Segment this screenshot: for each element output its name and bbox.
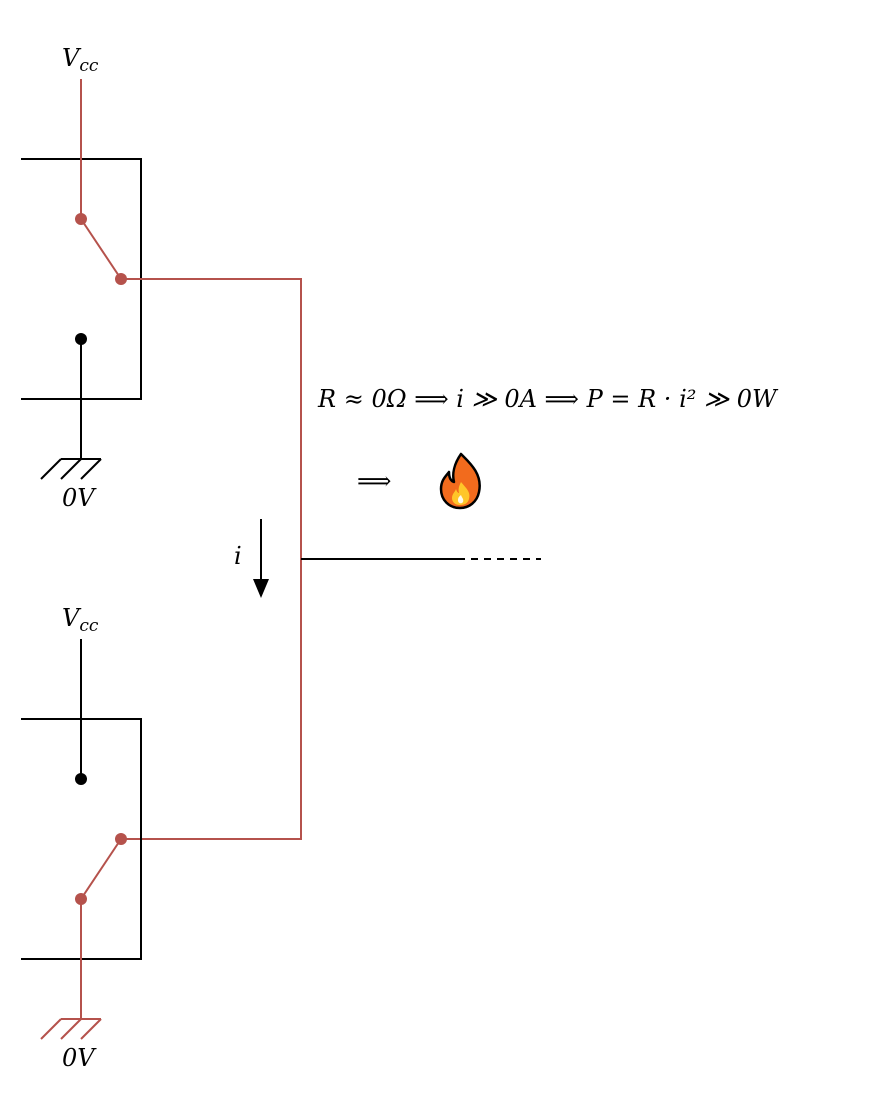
- fire-icon: [439, 452, 481, 510]
- bottom-switch: Vcc 0V: [21, 604, 142, 1072]
- bottom-supply-label: Vcc: [62, 604, 99, 636]
- short-circuit-path: [121, 278, 302, 840]
- bottom-switch-blade: [80, 838, 122, 900]
- top-switch: Vcc 0V: [21, 44, 142, 512]
- implies-arrow: ⟹: [357, 467, 391, 495]
- bottom-ground-label: 0V: [62, 1044, 97, 1072]
- top-ground-symbol: [40, 458, 102, 480]
- top-supply-label: Vcc: [62, 44, 99, 76]
- top-switch-supply-contact: [75, 213, 87, 225]
- arrow-down-icon: [253, 519, 269, 598]
- top-switch-blade: [80, 218, 122, 280]
- power-equation: R ≈ 0Ω ⟹ i ≫ 0A ⟹ P = R · i² ≫ 0W: [317, 385, 779, 413]
- current-label: i: [234, 542, 242, 570]
- output-node: i: [121, 278, 541, 840]
- bottom-switch-common-contact: [115, 833, 127, 845]
- bottom-switch-supply-contact: [75, 773, 87, 785]
- bottom-ground-symbol: [40, 1018, 102, 1040]
- top-ground-label: 0V: [62, 484, 97, 512]
